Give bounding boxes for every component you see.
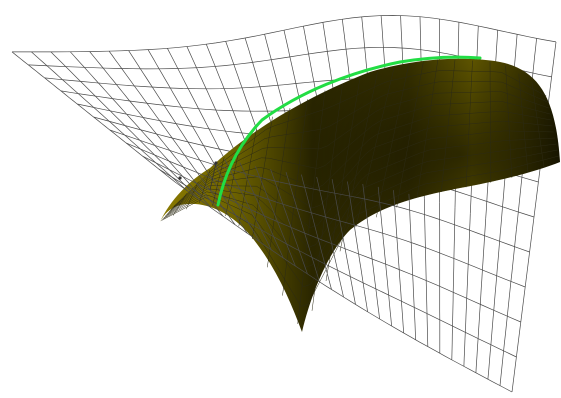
mesh-line bbox=[212, 157, 225, 206]
control-point-markers[interactable] bbox=[178, 161, 218, 191]
mesh-line bbox=[475, 218, 487, 373]
mesh-line bbox=[101, 123, 176, 183]
mesh-line bbox=[423, 198, 429, 347]
shaded-arch-surface[interactable] bbox=[160, 58, 560, 332]
mesh-line bbox=[339, 72, 378, 252]
mesh-line bbox=[267, 107, 291, 268]
mesh-line bbox=[147, 49, 210, 156]
mesh-line bbox=[331, 179, 356, 305]
mesh-line bbox=[31, 51, 118, 129]
mesh-line bbox=[108, 50, 179, 147]
mesh-line bbox=[297, 90, 326, 324]
mesh-line bbox=[238, 129, 257, 227]
mesh-line bbox=[178, 146, 236, 226]
mesh-line bbox=[162, 141, 224, 217]
mesh-line bbox=[70, 51, 148, 138]
mesh-line bbox=[301, 174, 332, 290]
mesh-line bbox=[377, 186, 392, 327]
wireframe-mesh-front[interactable] bbox=[101, 123, 533, 393]
mesh-line bbox=[316, 176, 344, 298]
mesh-line bbox=[465, 60, 473, 188]
mesh-line bbox=[116, 127, 188, 191]
mesh-line bbox=[531, 81, 545, 168]
mesh-line bbox=[518, 73, 529, 173]
mesh-line bbox=[355, 67, 395, 228]
mesh-line bbox=[441, 59, 456, 193]
mesh-line bbox=[167, 48, 225, 160]
mesh-line bbox=[408, 193, 417, 340]
mesh-line bbox=[11, 51, 102, 124]
mesh-line bbox=[147, 137, 212, 209]
mesh-line bbox=[282, 99, 308, 296]
control-handle bbox=[209, 162, 217, 191]
mesh-line bbox=[285, 171, 320, 282]
mesh-line bbox=[416, 59, 439, 198]
control-point[interactable] bbox=[178, 176, 182, 180]
mesh-line bbox=[499, 229, 517, 386]
mesh-line bbox=[239, 162, 284, 259]
mesh-line bbox=[511, 234, 533, 393]
mesh-line bbox=[347, 181, 368, 312]
mesh-line bbox=[505, 65, 513, 178]
mesh-line bbox=[199, 169, 211, 203]
mesh-line bbox=[489, 61, 492, 183]
mesh-line bbox=[186, 181, 199, 210]
arch-shadow-overlay bbox=[160, 58, 560, 332]
mesh-line bbox=[186, 46, 241, 163]
mesh-line bbox=[254, 166, 296, 267]
mesh-line bbox=[89, 51, 164, 143]
mesh-line bbox=[311, 83, 343, 311]
mesh-line bbox=[12, 15, 557, 53]
mesh-line bbox=[451, 207, 456, 360]
mesh-line bbox=[128, 50, 195, 152]
mesh-line bbox=[396, 61, 424, 208]
mesh-line bbox=[393, 190, 405, 334]
mesh-line bbox=[224, 158, 272, 250]
mesh-line bbox=[376, 64, 410, 218]
mesh-line bbox=[325, 77, 361, 282]
mesh-line bbox=[362, 183, 380, 319]
mesh-line bbox=[132, 132, 200, 200]
mesh-line bbox=[50, 51, 133, 134]
mesh-line bbox=[208, 155, 260, 242]
mesh-line bbox=[270, 169, 308, 275]
mesh-line bbox=[463, 213, 471, 367]
mesh-line bbox=[487, 223, 502, 380]
highlighted-isocurve[interactable] bbox=[216, 55, 482, 207]
mesh-line bbox=[172, 193, 187, 216]
